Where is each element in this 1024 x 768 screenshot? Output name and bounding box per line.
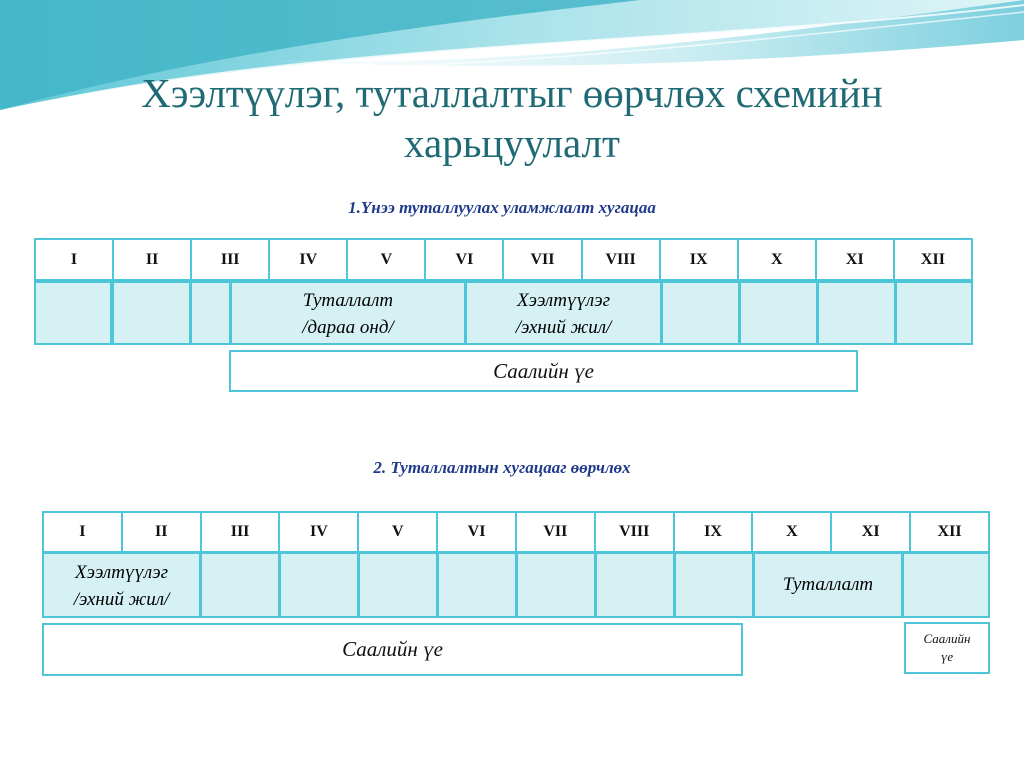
empty-cell: [895, 281, 973, 345]
milking-label: Саалийн үе: [493, 358, 594, 383]
empty-cell: [200, 552, 280, 618]
month-cell: XI: [814, 238, 895, 281]
month-cell: XII: [909, 511, 990, 553]
month-cell: VIII: [593, 511, 675, 553]
month-cell: VI: [424, 238, 505, 281]
empty-cell: [817, 281, 896, 345]
month-cell: IX: [658, 238, 739, 281]
section1-heading: 1.Үнээ туталлуулах уламжлалт хугацаа: [348, 198, 656, 217]
section2-milking-period: Саалийн үе: [42, 623, 743, 676]
tugallalt-period-cell: Туталлалт /дараа онд/: [230, 281, 466, 345]
heeltuuleg-label: Хээлтүүлэг: [517, 290, 610, 311]
tugallalt-period-cell: Туталлалт: [753, 552, 903, 618]
section1-month-row: I II III IV V VI VII VIII IX X XI XII: [33, 238, 974, 281]
milking-small-label: Саалийн үе: [924, 630, 971, 666]
tugallalt-label: Туталлалт: [302, 290, 394, 311]
section1-period-row: Туталлалт /дараа онд/ Хээлтүүлэг /эхний …: [34, 281, 973, 345]
month-cell: VI: [436, 511, 517, 553]
month-cell: V: [357, 511, 439, 553]
month-cell: VII: [502, 238, 583, 281]
empty-cell: [595, 552, 675, 618]
heeltuuleg-note: /эхний жил/: [73, 589, 170, 610]
empty-cell: [516, 552, 596, 618]
month-cell: V: [346, 238, 427, 281]
month-cell: IX: [672, 511, 754, 553]
tugallalt-note: /дараа онд/: [302, 317, 394, 338]
month-cell: IV: [268, 238, 349, 281]
section1-milking-period: Саалийн үе: [229, 350, 858, 392]
month-cell: XII: [892, 238, 974, 281]
milking-label: Саалийн үе: [342, 637, 443, 661]
month-cell: III: [190, 238, 271, 281]
month-cell: X: [751, 511, 833, 553]
month-cell: XI: [830, 511, 912, 553]
heeltuuleg-label: Хээлтүүлэг: [75, 562, 168, 583]
tugallalt-label: Туталлалт: [782, 574, 874, 595]
empty-cell: [112, 281, 191, 345]
month-cell: III: [199, 511, 281, 553]
header-wave-decoration: [0, 0, 1024, 113]
section1-schedule-table: I II III IV V VI VII VIII IX X XI XII: [33, 238, 974, 281]
empty-cell: [358, 552, 438, 618]
empty-cell: [190, 281, 231, 345]
section2-schedule-table: I II III IV V VI VII VIII IX X XI XII: [42, 511, 990, 553]
month-cell: II: [112, 238, 193, 281]
section2-heading: 2. Туталлалтын хугацааг өөрчлөх: [373, 458, 631, 477]
month-cell: II: [120, 511, 202, 553]
heeltuuleg-note: /эхний жил/: [515, 317, 612, 338]
empty-cell: [661, 281, 740, 345]
section2-milking-period-small: Саалийн үе: [904, 622, 990, 674]
empty-cell: [674, 552, 754, 618]
milking-small-line2: үе: [940, 649, 954, 664]
month-cell: IV: [278, 511, 360, 553]
section2-month-row: I II III IV V VI VII VIII IX X XI XII: [42, 511, 990, 553]
month-cell: I: [33, 238, 115, 281]
empty-cell: [739, 281, 818, 345]
month-cell: I: [42, 511, 123, 553]
month-cell: X: [736, 238, 817, 281]
month-cell: VIII: [580, 238, 661, 281]
milking-small-line1: Саалийн: [923, 631, 971, 646]
empty-cell: [34, 281, 112, 345]
empty-cell: [437, 552, 517, 618]
heeltuuleg-period-cell: Хээлтүүлэг /эхний жил/: [42, 552, 201, 618]
empty-cell: [279, 552, 359, 618]
section2-period-row: Хээлтүүлэг /эхний жил/ Туталлалт: [42, 552, 990, 618]
heeltuuleg-period-cell: Хээлтүүлэг /эхний жил/: [465, 281, 662, 345]
empty-cell: [902, 552, 990, 618]
month-cell: VII: [514, 511, 596, 553]
page-title: Хээлтүүлэг, туталлалтыг өөрчлөх схемийн …: [141, 70, 883, 166]
